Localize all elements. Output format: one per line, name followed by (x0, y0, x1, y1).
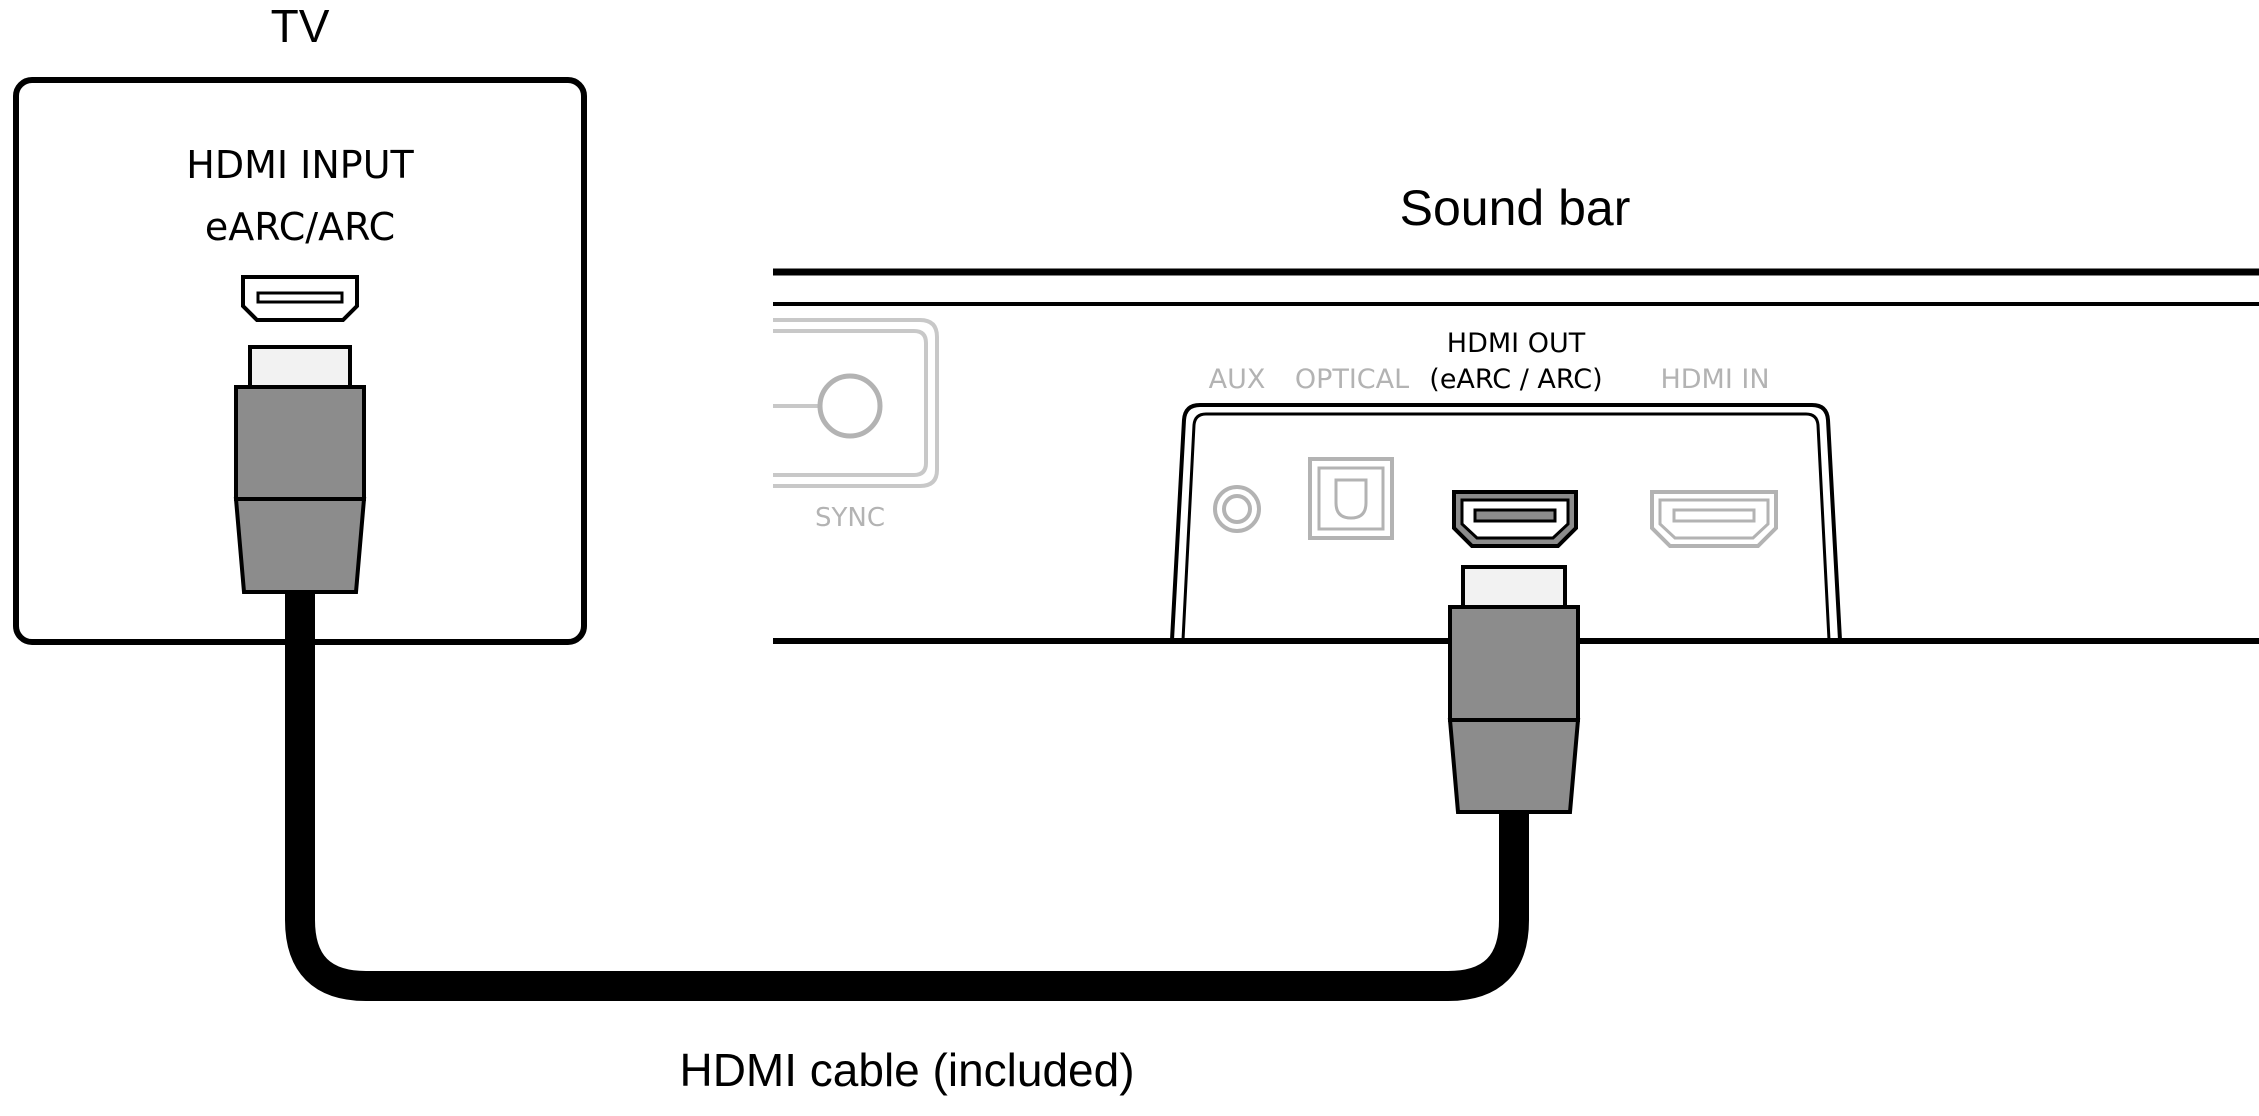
soundbar-title: Sound bar (1400, 180, 1631, 236)
hdmi-out-label-line1: HDMI OUT (1447, 328, 1586, 359)
hdmi-in-port-icon (1650, 490, 1778, 548)
optical-label: OPTICAL (1295, 364, 1409, 395)
soundbar-hdmi-plug (1447, 565, 1581, 814)
tv-port-label-line1: HDMI INPUT (186, 143, 414, 187)
tv-hdmi-plug (233, 345, 367, 594)
hdmi-in-label: HDMI IN (1660, 364, 1769, 395)
sync-button-panel (773, 318, 939, 488)
tv-title: TV (271, 0, 330, 52)
sync-button (817, 373, 883, 439)
aux-jack-icon (1213, 485, 1261, 533)
cable-label: HDMI cable (included) (679, 1044, 1134, 1096)
tv-hdmi-port-icon (241, 275, 359, 322)
hdmi-out-label-line2: (eARC / ARC) (1429, 364, 1602, 395)
optical-jack-icon (1308, 457, 1394, 540)
hdmi-out-port-icon (1452, 490, 1578, 548)
sync-label: SYNC (815, 503, 885, 533)
aux-label: AUX (1209, 364, 1266, 395)
hdmi-cable (285, 592, 1529, 1001)
tv-port-label-line2: eARC/ARC (205, 205, 395, 249)
